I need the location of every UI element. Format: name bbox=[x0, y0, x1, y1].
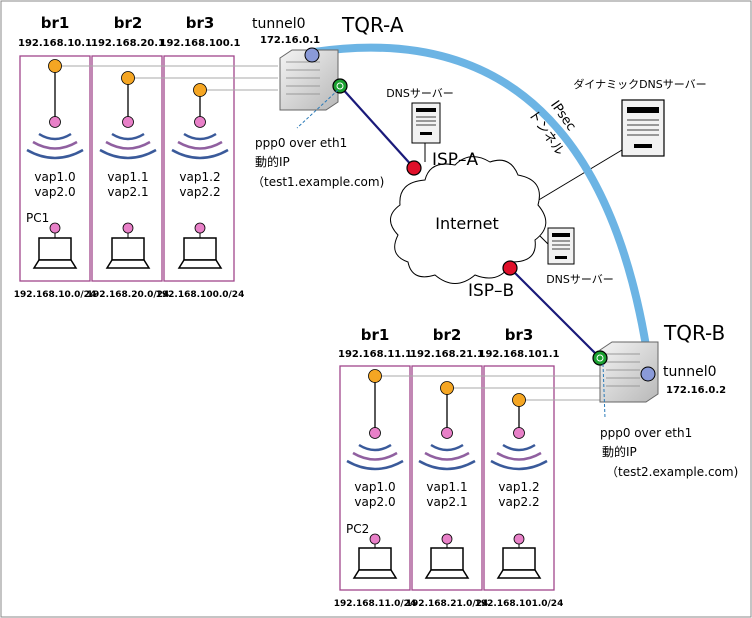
b-br3-ip: 192.168.101.1 bbox=[479, 349, 560, 360]
b-br3-vap2: vap2.2 bbox=[498, 495, 539, 509]
bridge-box-a-br2 bbox=[91, 55, 163, 282]
router-a-tunnel-label: tunnel0 bbox=[252, 16, 306, 32]
site-a-bridge-links bbox=[55, 65, 278, 91]
site-b-bridge-links bbox=[375, 375, 600, 401]
b-br3-vap1: vap1.2 bbox=[498, 480, 539, 494]
dns-server-b-label: DNSサーバー bbox=[546, 273, 614, 286]
b-br2-label: br2 bbox=[433, 326, 462, 344]
router-b-tunnel-port bbox=[640, 366, 656, 382]
b-br1-subnet: 192.168.11.0/24 bbox=[334, 599, 416, 609]
isp-a-label: ISP–A bbox=[432, 150, 479, 170]
pc2-label: PC2 bbox=[346, 522, 369, 536]
a-br2-subnet: 192.168.20.0/24 bbox=[87, 290, 169, 300]
b-ap-br3 bbox=[490, 393, 548, 471]
router-a-dynip-label: 動的IP bbox=[255, 154, 290, 169]
a-laptop-br3 bbox=[177, 222, 223, 269]
a-br1-ip: 192.168.10.1 bbox=[18, 38, 92, 49]
a-br3-subnet: 192.168.100.0/24 bbox=[156, 290, 245, 300]
b-laptop-br2 bbox=[424, 533, 470, 579]
a-br3-ip: 192.168.100.1 bbox=[160, 38, 241, 49]
b-br3-label: br3 bbox=[505, 326, 534, 344]
router-b-name: TQR-B bbox=[663, 321, 725, 345]
router-a-hostname: （test1.example.com) bbox=[252, 175, 384, 189]
router-b-icon bbox=[599, 341, 659, 403]
b-br3-subnet: 192.168.101.0/24 bbox=[475, 599, 564, 609]
b-laptop-br3 bbox=[496, 533, 542, 579]
a-laptop-br2 bbox=[105, 222, 151, 269]
router-b-hostname: （test2.example.com) bbox=[606, 465, 738, 479]
b-laptop-br1 bbox=[352, 533, 398, 579]
router-a-ppp-callout bbox=[296, 89, 339, 129]
router-b-ppp-label: ppp0 over eth1 bbox=[600, 426, 692, 440]
b-br2-vap1: vap1.1 bbox=[426, 480, 467, 494]
router-b-tunnel-ip: 172.16.0.2 bbox=[666, 385, 726, 396]
router-a-ppp-port bbox=[332, 78, 348, 94]
isp-b-link bbox=[509, 267, 601, 359]
ddns-server-icon bbox=[621, 99, 665, 157]
a-br2-vap2: vap2.1 bbox=[107, 185, 148, 199]
a-br1-vap1: vap1.0 bbox=[34, 170, 75, 184]
b-br1-ip: 192.168.11.1 bbox=[338, 349, 412, 360]
router-b-tunnel-label: tunnel0 bbox=[663, 364, 717, 380]
router-b-ppp-callout bbox=[602, 363, 606, 419]
b-br2-subnet: 192.168.21.0/24 bbox=[406, 599, 488, 609]
b-ap-br1 bbox=[346, 369, 404, 471]
isp-a-link bbox=[339, 85, 415, 169]
b-br1-label: br1 bbox=[361, 326, 390, 344]
router-b-dynip-label: 動的IP bbox=[602, 444, 637, 459]
a-laptop-br1 bbox=[32, 222, 78, 269]
router-a-icon bbox=[279, 49, 339, 111]
ddns-server-label: ダイナミックDNSサーバー bbox=[573, 77, 706, 91]
bridge-box-a-br3 bbox=[163, 55, 235, 282]
bridge-box-b-br1 bbox=[339, 365, 411, 591]
bridge-box-a-br1 bbox=[19, 55, 91, 282]
a-br1-label: br1 bbox=[41, 14, 70, 32]
internet-label: Internet bbox=[435, 214, 499, 233]
a-br3-label: br3 bbox=[186, 14, 215, 32]
a-br3-vap2: vap2.2 bbox=[179, 185, 220, 199]
dns-server-a-label: DNSサーバー bbox=[386, 87, 454, 100]
b-br2-ip: 192.168.21.1 bbox=[410, 349, 484, 360]
router-a-name: TQR-A bbox=[341, 13, 404, 37]
dns-server-b-icon bbox=[547, 227, 575, 265]
a-ap-br1 bbox=[26, 59, 84, 160]
a-ap-br2 bbox=[99, 71, 157, 160]
a-br2-ip: 192.168.20.1 bbox=[91, 38, 165, 49]
bridge-box-b-br2 bbox=[411, 365, 483, 591]
isp-b-node bbox=[502, 260, 518, 276]
a-br2-label: br2 bbox=[114, 14, 143, 32]
router-a-tunnel-ip: 172.16.0.1 bbox=[260, 35, 320, 46]
pc1-label: PC1 bbox=[26, 211, 49, 225]
a-br1-vap2: vap2.0 bbox=[34, 185, 75, 199]
isp-b-label: ISP–B bbox=[468, 281, 514, 301]
a-br3-vap1: vap1.2 bbox=[179, 170, 220, 184]
dns-server-a-icon bbox=[411, 102, 441, 144]
isp-a-node bbox=[406, 160, 422, 176]
a-ap-br3 bbox=[171, 83, 229, 160]
ipsec-tunnel-arc bbox=[310, 43, 654, 376]
router-a-ppp-label: ppp0 over eth1 bbox=[255, 136, 347, 150]
b-br2-vap2: vap2.1 bbox=[426, 495, 467, 509]
b-ap-br2 bbox=[418, 381, 476, 471]
router-b-ppp-port-inner bbox=[596, 354, 604, 362]
router-a-ppp-port-inner bbox=[336, 82, 344, 90]
b-br1-vap1: vap1.0 bbox=[354, 480, 395, 494]
b-br1-vap2: vap2.0 bbox=[354, 495, 395, 509]
a-br1-subnet: 192.168.10.0/24 bbox=[14, 290, 96, 300]
bridge-box-b-br3 bbox=[483, 365, 555, 591]
a-br2-vap1: vap1.1 bbox=[107, 170, 148, 184]
router-b-ppp-port bbox=[592, 350, 608, 366]
router-a-tunnel-port bbox=[304, 47, 320, 63]
